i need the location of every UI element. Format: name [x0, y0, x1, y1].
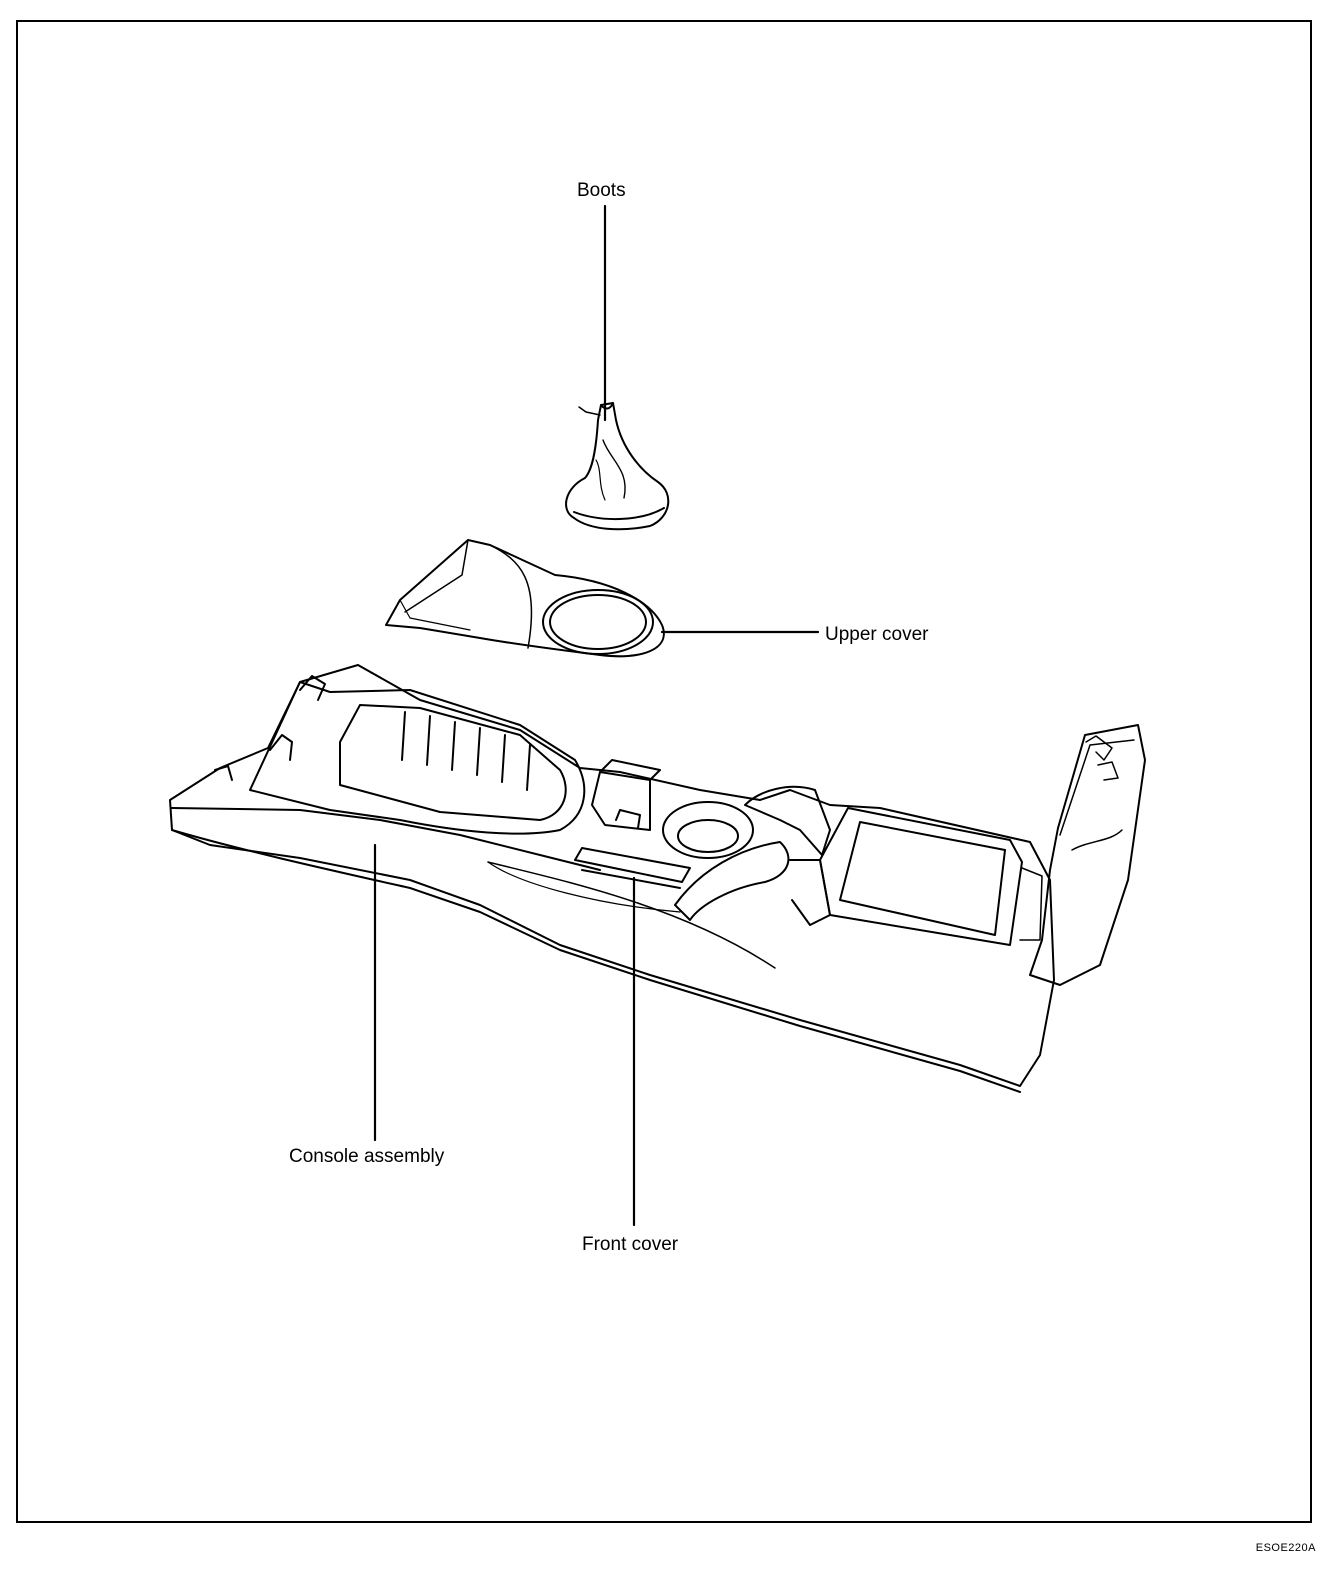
- console-assembly-label: Console assembly: [289, 1146, 445, 1167]
- diagram-frame: [16, 20, 1312, 1523]
- console-assembly-part: [169, 664, 1055, 1093]
- upper-cover-label: Upper cover: [825, 624, 929, 645]
- figure-code: ESOE220A: [1255, 1542, 1316, 1554]
- boots-label: Boots: [577, 180, 626, 201]
- front-cover-label: Front cover: [582, 1234, 679, 1255]
- upper-cover-part: [385, 539, 665, 658]
- armrest-lid-part: [1029, 724, 1146, 986]
- boots-part: [565, 402, 670, 531]
